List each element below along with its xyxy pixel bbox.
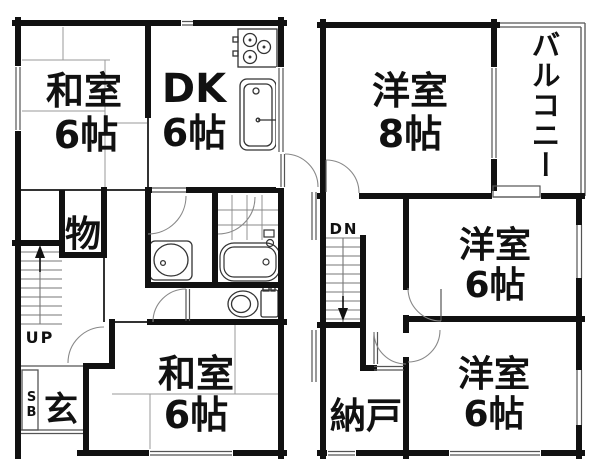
kitchen-stove [232,28,278,68]
windows-2f [311,68,583,456]
label-nando: 納戸 [330,396,402,437]
tatami-lines-1f [18,27,281,450]
floor2-plan: 洋室 8帖 DN 洋室 6帖 洋室 6帖 納戸 [311,19,586,459]
label-western-bottom: 洋室 [458,354,530,395]
label-washitsu-top-size: 6帖 [54,113,118,157]
label-genkan: 玄 [44,390,78,430]
wall-openings-2f [326,67,584,458]
washbasin-icon [149,240,193,281]
label-western-mid-size: 6帖 [464,265,525,306]
label-dk: DK [162,66,228,112]
label-balcony: バルコニー [527,30,561,180]
label-shoebox: SB [24,390,39,420]
door-arcs-1f [67,153,319,364]
bathtub-icon [218,195,281,282]
balcony-rail [497,22,586,196]
toilet-icon [227,285,279,318]
floor1-plan: 和室 6帖 DK 6帖 物 UP 玄 和室 6帖 [12,17,319,459]
label-western-8-size: 8帖 [378,112,442,156]
label-western-8: 洋室 [372,69,448,113]
partitions-1f [18,115,150,323]
genkan-lines [18,365,86,435]
stairs-down [323,237,363,322]
label-washitsu-top: 和室 [46,69,122,113]
label-western-mid: 洋室 [459,225,531,266]
door-arcs-2f [325,159,442,365]
label-stairs-dn: DN [329,220,358,238]
walls-1f [12,17,287,459]
label-stairs-up: UP [26,328,55,347]
label-closet: 物 [65,214,101,255]
label-washitsu-bottom-size: 6帖 [164,393,228,437]
label-dk-size: 6帖 [162,111,226,155]
stairs-up [18,243,62,325]
label-western-bottom-size: 6帖 [463,394,524,435]
kitchen-sink [239,78,277,151]
windows-1f [15,20,286,456]
label-washitsu-bottom: 和室 [158,352,234,396]
